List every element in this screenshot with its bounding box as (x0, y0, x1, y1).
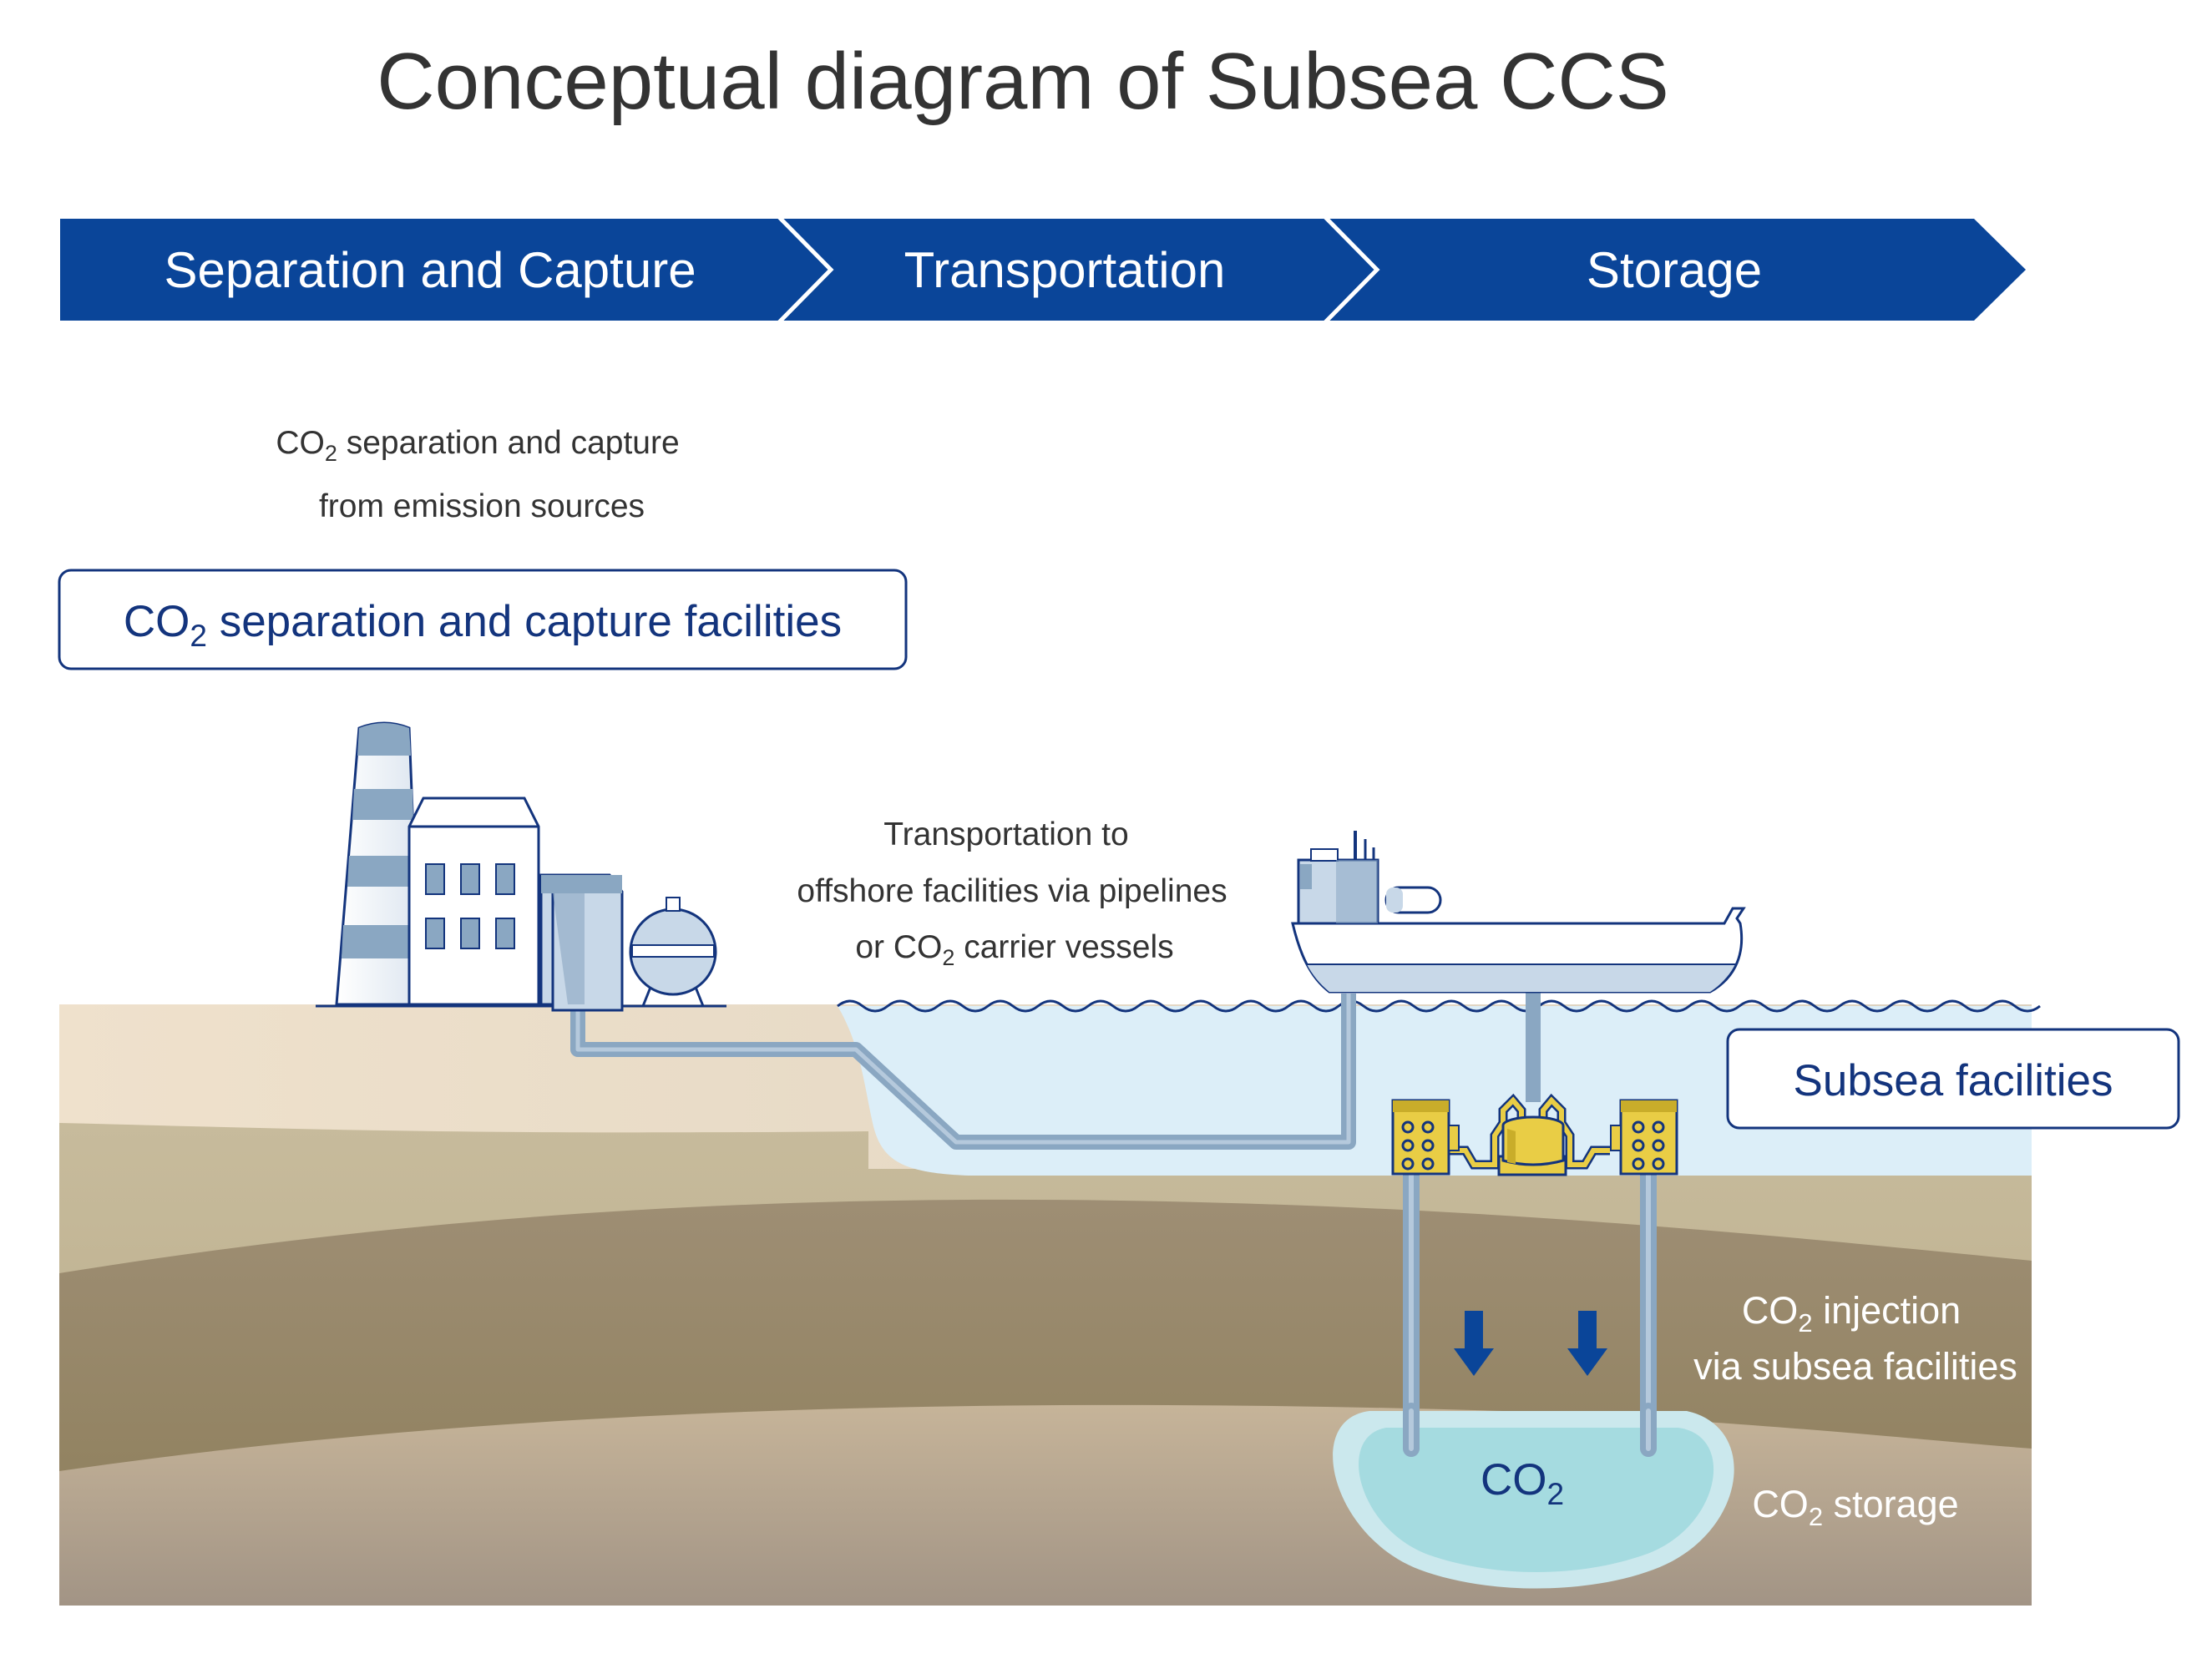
transport-note-line1: Transportation to (883, 817, 1128, 852)
transport-note-line2: offshore facilities via pipelines (797, 873, 1227, 909)
subsea-facilities-box (1726, 1028, 2180, 1130)
factory-building-icon (407, 797, 540, 1006)
co2-carrier-ship-icon (1291, 831, 1746, 994)
capture-note-line2: from emission sources (319, 488, 645, 524)
stage-transportation: Transportation (904, 242, 1226, 298)
capture-note-line1: CO2 separation and capture (276, 425, 679, 466)
capture-facilities-label: CO2 separation and capture facilities (124, 597, 842, 653)
storage-tank-icon (629, 897, 717, 1007)
subsea-facilities-label: Subsea facilities (1794, 1056, 2113, 1105)
left-wellhead-icon (1391, 1099, 1460, 1176)
right-wellhead-icon (1610, 1099, 1678, 1176)
injection-note-line1: CO2 injection (1742, 1289, 1961, 1338)
co2-storage-label: CO2 storage (1752, 1483, 1958, 1531)
pipelines (570, 989, 1657, 1457)
page-title: Conceptual diagram of Subsea CCS (377, 37, 1669, 126)
annex-building-icon (539, 873, 624, 1012)
down-arrow-icon (1567, 1311, 1607, 1376)
process-banner: Separation and Capture Transportation St… (60, 214, 2026, 326)
capture-facilities-box (58, 569, 908, 670)
injection-note-line2: via subsea facilities (1693, 1345, 2017, 1388)
reservoir-co2-label: CO2 (1481, 1455, 1564, 1511)
subsea-equipment (1391, 1093, 1678, 1176)
stage-separation-capture: Separation and Capture (164, 242, 696, 298)
emission-source-plant (316, 721, 726, 1012)
injection-arrows (1454, 1311, 1607, 1376)
down-arrow-icon (1454, 1311, 1494, 1376)
manifold-icon (1497, 1115, 1567, 1176)
transport-note-line3: or CO2 carrier vessels (855, 929, 1173, 970)
chimney-icon (335, 721, 422, 1006)
stage-storage: Storage (1587, 242, 1762, 298)
co2-reservoir (1333, 1403, 1734, 1589)
